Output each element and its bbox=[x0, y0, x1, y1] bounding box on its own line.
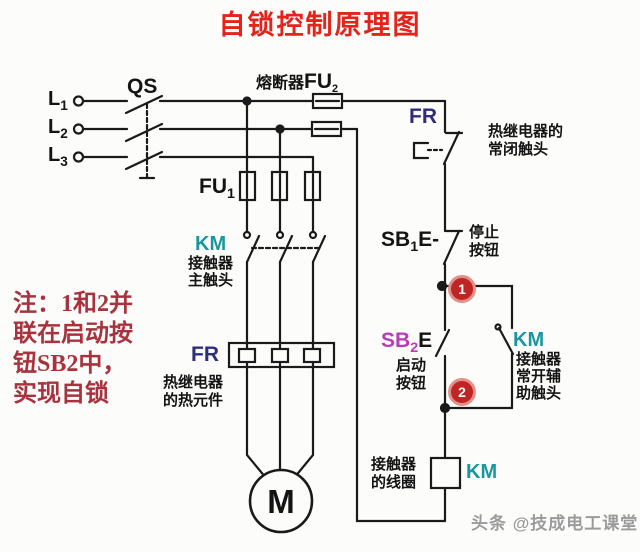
sb2-start-button bbox=[434, 328, 451, 358]
km-aux-desc-3: 助触头 bbox=[516, 385, 562, 402]
self-lock-branch bbox=[436, 280, 515, 414]
page-title: 自锁控制原理图 bbox=[218, 10, 422, 40]
note-line-3: 钮SB2中， bbox=[13, 351, 127, 377]
terminal-l2 bbox=[72, 123, 85, 135]
motor-circle bbox=[248, 468, 314, 534]
sb1-desc-2: 按钮 bbox=[469, 242, 500, 259]
phase-label-l2: L2 bbox=[48, 116, 68, 141]
km-main-desc-1: 接触器 bbox=[188, 255, 234, 272]
fr-heater-label: FR bbox=[191, 343, 219, 366]
fr-nc-desc-2: 常闭触头 bbox=[488, 141, 549, 158]
km-aux-desc-1: 接触器 bbox=[516, 351, 562, 368]
km-coil-desc-2: 的线圈 bbox=[371, 474, 417, 491]
fr-heater-desc-2: 的热元件 bbox=[163, 392, 224, 409]
fu1-fuses bbox=[238, 170, 322, 202]
fr-nc-desc-1: 热继电器的 bbox=[488, 123, 564, 140]
km-coil-desc-1: 接触器 bbox=[371, 456, 417, 473]
note-text: 注：1和2并 联在启动按 钮SB2中， 实现自锁 bbox=[13, 289, 133, 409]
sb2-desc-1: 启动 bbox=[396, 357, 427, 374]
phase-label-l3: L3 bbox=[48, 144, 68, 169]
km-coil-label: KM bbox=[466, 461, 498, 483]
terminal-l3 bbox=[72, 151, 85, 163]
note-line-2: 联在启动按 bbox=[13, 321, 133, 347]
km-aux-label: KM bbox=[513, 329, 545, 351]
km-main-label: KM bbox=[195, 233, 227, 255]
sb1-label: SB1E- bbox=[381, 228, 440, 256]
sb2-label: SB2E bbox=[381, 329, 433, 357]
motor-feed-wires bbox=[245, 260, 315, 480]
fr-heater-desc-1: 热继电器 bbox=[163, 374, 224, 391]
terminal-l1 bbox=[72, 95, 85, 107]
note-line-1: 注：1和2并 bbox=[13, 291, 133, 317]
km-aux-desc-2: 常开辅 bbox=[516, 368, 562, 385]
qs-switch bbox=[124, 94, 164, 180]
node-2-badge: 2 bbox=[448, 378, 476, 406]
km-coil bbox=[429, 456, 462, 523]
fu2-label: 熔断器FU2 bbox=[256, 70, 339, 96]
node-1-badge: 1 bbox=[448, 275, 476, 303]
sb1-stop-button bbox=[442, 229, 464, 266]
watermark: 头条 @技成电工课堂 bbox=[471, 514, 639, 533]
fr-heater-elements bbox=[237, 347, 322, 364]
phase-drops bbox=[242, 96, 315, 234]
phase-label-l1: L1 bbox=[48, 88, 68, 113]
km-main-desc-2: 主触头 bbox=[188, 272, 234, 289]
fu1-label: FU1 bbox=[199, 175, 235, 203]
km-main-contacts bbox=[242, 230, 327, 264]
fr-nc-contact bbox=[412, 130, 464, 166]
control-left-rail bbox=[355, 127, 447, 523]
fu2-fuses bbox=[310, 92, 344, 138]
qs-label: QS bbox=[127, 75, 158, 98]
motor-label: M bbox=[267, 483, 295, 520]
phase-lines bbox=[72, 95, 447, 163]
note-line-4: 实现自锁 bbox=[13, 381, 109, 407]
sb1-desc-1: 停止 bbox=[469, 224, 500, 241]
sb2-desc-2: 按钮 bbox=[396, 375, 427, 392]
fr-nc-label: FR bbox=[409, 105, 437, 128]
